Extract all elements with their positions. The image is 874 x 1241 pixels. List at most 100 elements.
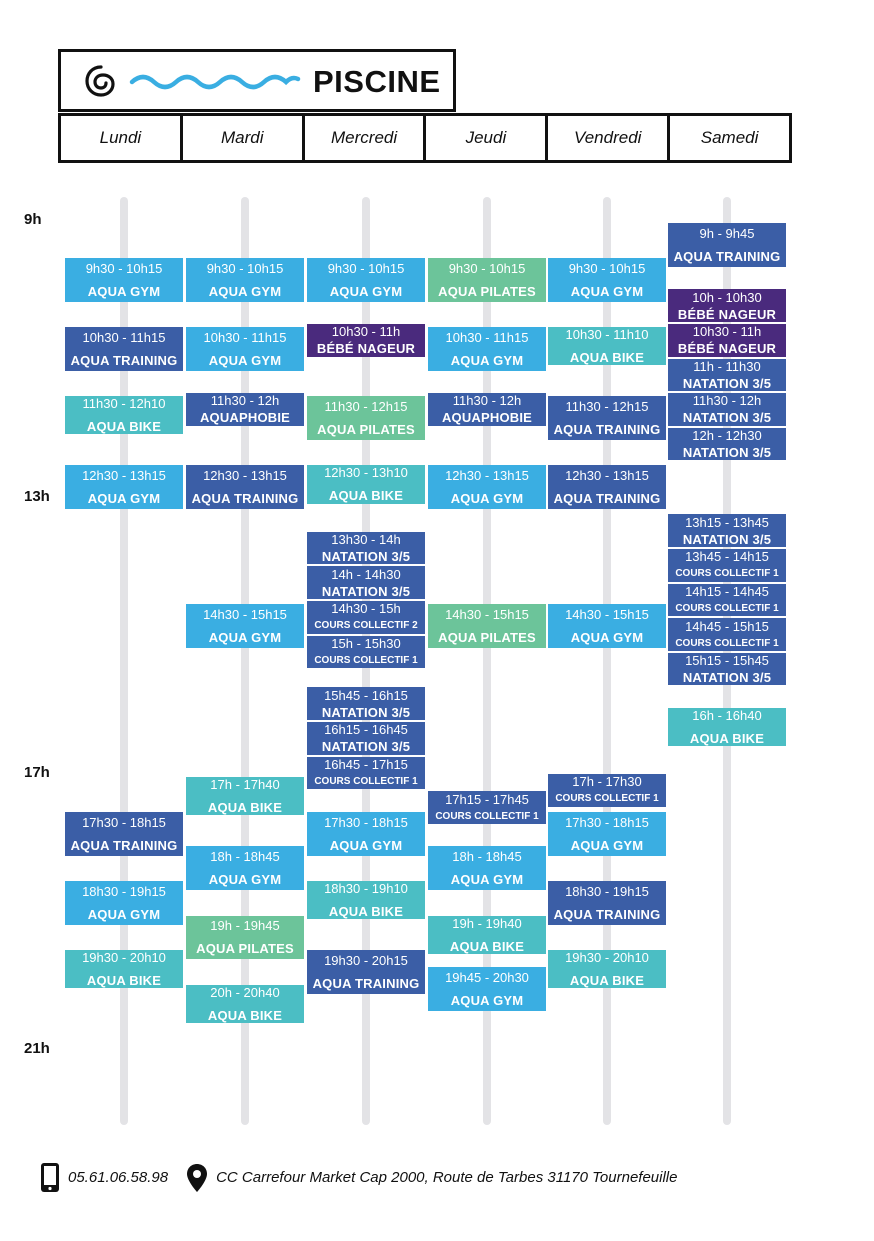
slot-time: 13h30 - 14h <box>331 531 401 547</box>
hour-label: 13h <box>24 488 50 505</box>
slot-time: 10h30 - 11h <box>692 324 762 340</box>
slot-activity: AQUA GYM <box>450 993 524 1009</box>
slot-activity: COURS COLLECTIF 1 <box>435 810 539 822</box>
slot-time: 12h30 - 13h15 <box>445 468 529 484</box>
slot-time: 17h - 17h40 <box>210 777 280 793</box>
day-track <box>241 197 249 1125</box>
day-mercredi: Mercredi <box>305 116 427 160</box>
slot-time: 9h - 9h45 <box>699 225 755 241</box>
slot-activity: AQUA BIKE <box>569 349 645 365</box>
slot-time: 19h - 19h40 <box>452 915 522 931</box>
slot-time: 11h30 - 12h15 <box>565 399 649 415</box>
slot-time: 15h - 15h30 <box>331 635 401 651</box>
slot-activity: NATATION 3/5 <box>682 670 772 686</box>
slot-activity: AQUA TRAINING <box>553 491 661 507</box>
slot-activity: NATATION 3/5 <box>321 583 411 599</box>
slot-activity: AQUA PILATES <box>317 422 415 438</box>
slot-time: 13h15 - 13h45 <box>685 514 769 530</box>
slot-activity: AQUA BIKE <box>86 973 162 989</box>
slot-time: 17h30 - 18h15 <box>324 814 408 830</box>
slot-time: 14h30 - 15h15 <box>565 606 649 622</box>
slot-activity: AQUA GYM <box>450 491 524 507</box>
slot-activity: AQUA GYM <box>87 906 161 922</box>
address: CC Carrefour Market Cap 2000, Route de T… <box>216 1169 678 1186</box>
slot-activity: COURS COLLECTIF 1 <box>314 654 418 666</box>
slot-time: 14h30 - 15h15 <box>203 606 287 622</box>
slot-activity: AQUA TRAINING <box>191 491 299 507</box>
slot-activity: AQUAPHOBIE <box>199 410 291 426</box>
day-vendredi: Vendredi <box>548 116 671 160</box>
slot-activity: AQUA PILATES <box>196 941 294 957</box>
slot-activity: AQUA GYM <box>570 283 644 299</box>
slot-activity: NATATION 3/5 <box>321 704 411 720</box>
slot-activity: AQUA PILATES <box>438 283 536 299</box>
slot-activity: AQUA GYM <box>208 629 282 645</box>
slot-time: 14h45 - 15h15 <box>685 618 769 634</box>
slot-time: 17h30 - 18h15 <box>565 814 649 830</box>
slot-activity: AQUA GYM <box>87 283 161 299</box>
slot-time: 18h - 18h45 <box>452 849 522 865</box>
slot-activity: COURS COLLECTIF 1 <box>314 776 418 787</box>
